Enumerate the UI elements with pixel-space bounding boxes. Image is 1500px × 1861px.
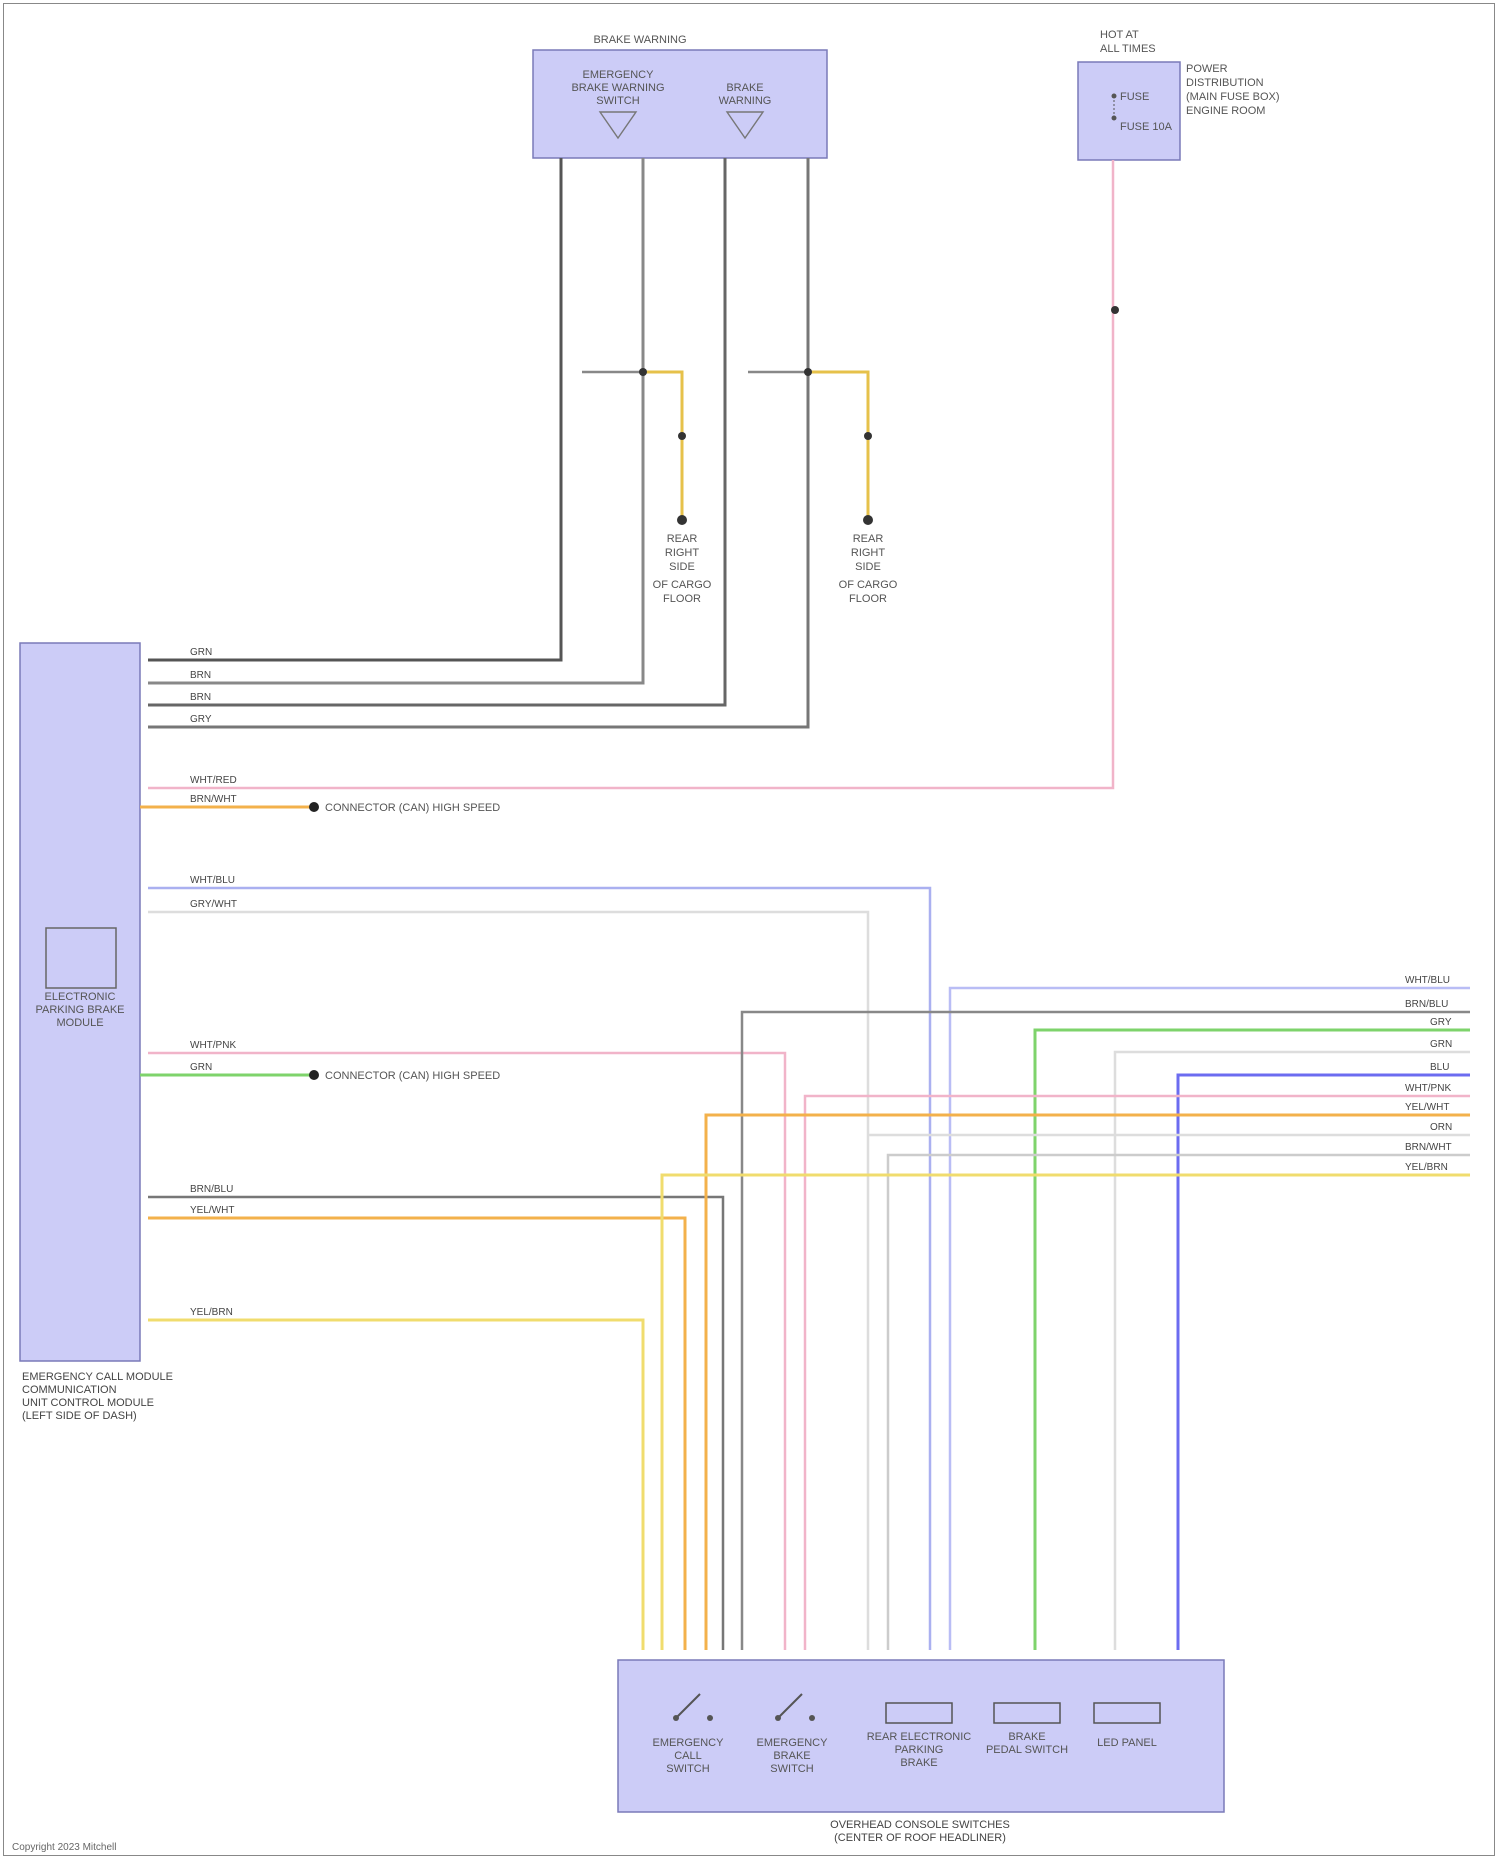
svg-text:BRAKE: BRAKE — [1008, 1731, 1045, 1743]
svg-text:REAR: REAR — [667, 533, 698, 545]
right-wires — [662, 988, 1470, 1650]
svg-text:CALL: CALL — [674, 1750, 702, 1762]
svg-text:ELECTRONIC: ELECTRONIC — [45, 991, 116, 1003]
svg-text:BRN: BRN — [190, 692, 211, 703]
bottom-module: EMERGENCY CALL SWITCH EMERGENCY BRAKE SW… — [618, 1660, 1224, 1844]
svg-text:REAR ELECTRONIC: REAR ELECTRONIC — [867, 1731, 972, 1743]
svg-text:YEL/WHT: YEL/WHT — [190, 1205, 234, 1216]
fuse-box-block: HOT AT ALL TIMES FUSE FUSE 10A POWER DIS… — [1078, 29, 1280, 160]
svg-text:RIGHT: RIGHT — [851, 547, 886, 559]
svg-text:BRN/BLU: BRN/BLU — [1405, 999, 1448, 1010]
svg-text:PARKING: PARKING — [895, 1744, 944, 1756]
svg-text:COMMUNICATION: COMMUNICATION — [22, 1384, 117, 1396]
svg-text:WHT/BLU: WHT/BLU — [190, 875, 235, 886]
svg-text:SWITCH: SWITCH — [770, 1763, 813, 1775]
svg-text:SIDE: SIDE — [669, 561, 695, 573]
svg-text:GRN: GRN — [1430, 1039, 1452, 1050]
svg-text:BRAKE: BRAKE — [900, 1757, 937, 1769]
left-module: ELECTRONIC PARKING BRAKE MODULE EMERGENC… — [20, 643, 173, 1422]
svg-text:BLU: BLU — [1430, 1062, 1449, 1073]
svg-text:FLOOR: FLOOR — [849, 593, 887, 605]
top-wires — [148, 158, 1113, 788]
svg-text:EMERGENCY CALL MODULE: EMERGENCY CALL MODULE — [22, 1371, 173, 1383]
fuse-sub-4: ENGINE ROOM — [1186, 105, 1265, 117]
left-to-bottom-wires — [148, 888, 930, 1650]
svg-text:OVERHEAD CONSOLE SWITCHES: OVERHEAD CONSOLE SWITCHES — [830, 1819, 1010, 1831]
svg-text:BRN: BRN — [190, 670, 211, 681]
switch-1-label-line-1: EMERGENCY — [583, 69, 655, 81]
brake-warning-box — [533, 50, 827, 158]
svg-text:CONNECTOR (CAN) HIGH SPEED: CONNECTOR (CAN) HIGH SPEED — [325, 1070, 500, 1082]
fuse-title-line-1: HOT AT — [1100, 29, 1139, 41]
svg-text:CONNECTOR (CAN) HIGH SPEED: CONNECTOR (CAN) HIGH SPEED — [325, 802, 500, 814]
svg-text:BRN/WHT: BRN/WHT — [1405, 1142, 1452, 1153]
svg-text:WHT/BLU: WHT/BLU — [1405, 975, 1450, 986]
copyright-text: Copyright 2023 Mitchell — [12, 1842, 117, 1853]
svg-text:SWITCH: SWITCH — [666, 1763, 709, 1775]
fuse-desc: FUSE — [1120, 91, 1149, 103]
fuse-sub-2: DISTRIBUTION — [1186, 77, 1264, 89]
svg-text:OF CARGO: OF CARGO — [839, 579, 898, 591]
svg-text:WHT/PNK: WHT/PNK — [1405, 1083, 1451, 1094]
svg-text:FLOOR: FLOOR — [663, 593, 701, 605]
svg-text:YEL/BRN: YEL/BRN — [1405, 1162, 1448, 1173]
svg-text:EMERGENCY: EMERGENCY — [653, 1737, 725, 1749]
svg-text:LED PANEL: LED PANEL — [1097, 1737, 1157, 1749]
svg-text:YEL/BRN: YEL/BRN — [190, 1307, 233, 1318]
svg-text:SIDE: SIDE — [855, 561, 881, 573]
svg-text:GRN: GRN — [190, 1062, 212, 1073]
brake-warning-switch-block: BRAKE WARNING EMERGENCY BRAKE WARNING SW… — [533, 34, 827, 158]
svg-text:OF CARGO: OF CARGO — [653, 579, 712, 591]
fuse-title-line-2: ALL TIMES — [1100, 43, 1156, 55]
svg-text:GRY: GRY — [190, 714, 212, 725]
svg-text:GRY/WHT: GRY/WHT — [190, 899, 237, 910]
svg-text:YEL/WHT: YEL/WHT — [1405, 1102, 1449, 1113]
fuse-sub-3: (MAIN FUSE BOX) — [1186, 91, 1280, 103]
svg-text:MODULE: MODULE — [56, 1017, 103, 1029]
svg-text:BRAKE: BRAKE — [773, 1750, 810, 1762]
svg-text:WHT/RED: WHT/RED — [190, 775, 237, 786]
ground-splices — [582, 306, 1119, 525]
svg-text:GRN: GRN — [190, 647, 212, 658]
switch-1-label-line-3: SWITCH — [596, 95, 639, 107]
svg-text:UNIT CONTROL MODULE: UNIT CONTROL MODULE — [22, 1397, 154, 1409]
ground-2-labels: REAR RIGHT SIDE OF CARGO FLOOR — [839, 533, 898, 605]
fuse-sub-1: POWER — [1186, 63, 1228, 75]
brake-warning-title: BRAKE WARNING — [593, 34, 686, 46]
fuse-desc-2: FUSE 10A — [1120, 121, 1173, 133]
switch-1-label-line-2: BRAKE WARNING — [571, 82, 664, 94]
svg-text:(LEFT SIDE OF DASH): (LEFT SIDE OF DASH) — [22, 1410, 137, 1422]
svg-text:ORN: ORN — [1430, 1122, 1452, 1133]
fuse-box — [1078, 62, 1180, 160]
svg-text:WHT/PNK: WHT/PNK — [190, 1040, 236, 1051]
svg-text:REAR: REAR — [853, 533, 884, 545]
svg-text:PEDAL SWITCH: PEDAL SWITCH — [986, 1744, 1068, 1756]
ground-1-labels: REAR RIGHT SIDE OF CARGO FLOOR — [653, 533, 712, 605]
switch-2-label-line-2: WARNING — [719, 95, 772, 107]
svg-text:(CENTER OF ROOF HEADLINER): (CENTER OF ROOF HEADLINER) — [834, 1832, 1006, 1844]
svg-text:GRY: GRY — [1430, 1017, 1452, 1028]
svg-text:BRN/WHT: BRN/WHT — [190, 794, 237, 805]
svg-text:RIGHT: RIGHT — [665, 547, 700, 559]
switch-2-label-line-1: BRAKE — [726, 82, 763, 94]
svg-text:EMERGENCY: EMERGENCY — [757, 1737, 829, 1749]
svg-text:BRN/BLU: BRN/BLU — [190, 1184, 233, 1195]
svg-text:PARKING BRAKE: PARKING BRAKE — [35, 1004, 124, 1016]
